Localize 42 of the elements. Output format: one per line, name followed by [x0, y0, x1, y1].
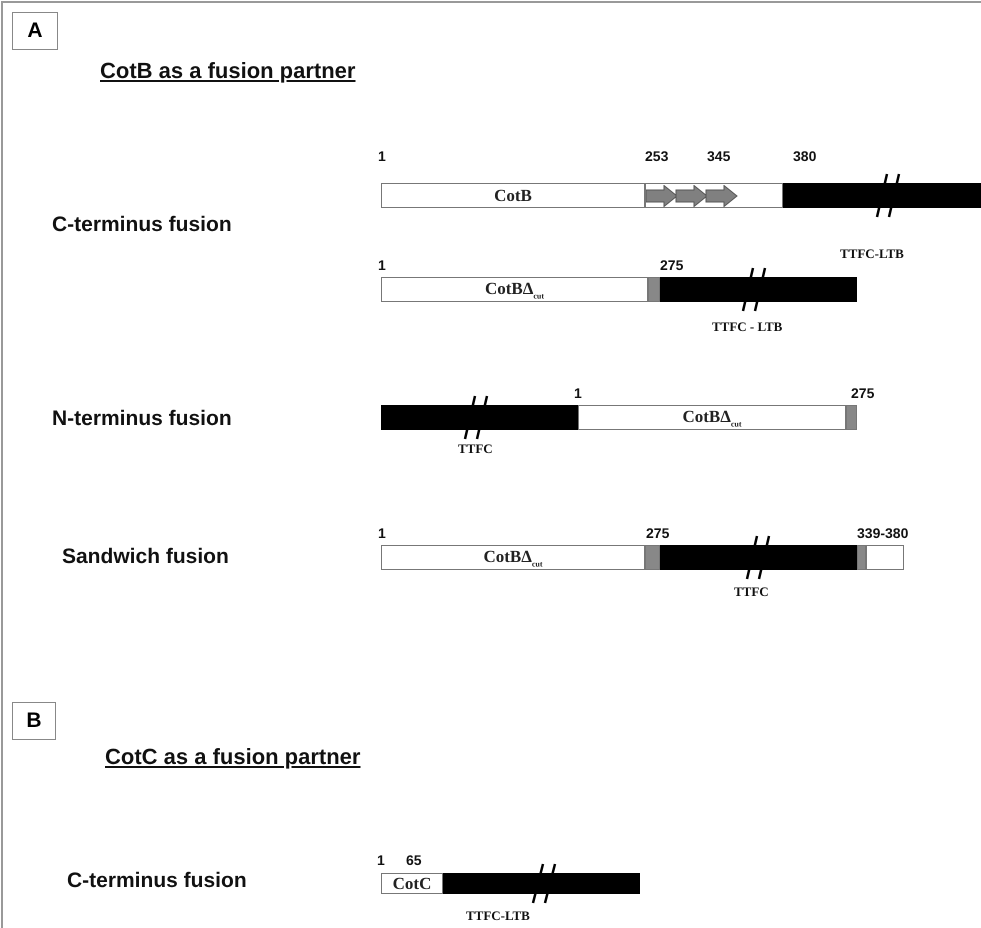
segment-label: TTFC-LTB: [840, 246, 904, 262]
linker-segment: [648, 277, 660, 302]
residue-number: 253: [645, 148, 668, 164]
linker-segment: [645, 545, 660, 570]
residue-number: 380: [793, 148, 816, 164]
linker-segment: [857, 545, 866, 570]
residue-number: 1: [377, 852, 385, 868]
segment-label: TTFC - LTB: [712, 319, 782, 335]
row-label: C-terminus fusion: [52, 213, 232, 237]
segment-label: TTFC: [458, 441, 493, 457]
panel-letter: B: [12, 702, 56, 740]
section-title: CotB as a fusion partner: [100, 58, 356, 84]
protein-segment: CotBΔ$_{cut}$: [578, 405, 846, 430]
fusion-partner-bar: [443, 873, 640, 894]
residue-number: 275: [660, 257, 684, 273]
residue-number: 275: [851, 385, 874, 401]
segment-label: TTFC-LTB: [466, 908, 530, 924]
row-label: N-terminus fusion: [52, 407, 232, 431]
segment-label: TTFC: [734, 584, 769, 600]
fusion-partner-bar: [660, 277, 857, 302]
row-label: C-terminus fusion: [67, 869, 247, 893]
panel-letter: A: [12, 12, 58, 50]
residue-number: 1: [378, 257, 386, 273]
residue-number: 1: [378, 148, 386, 164]
linker-segment: [846, 405, 857, 430]
fusion-partner-bar: [381, 405, 578, 430]
construct-segment: [645, 183, 783, 208]
residue-number: 65: [406, 852, 422, 868]
residue-number: 339-380: [857, 525, 908, 541]
fusion-partner-bar: [783, 183, 981, 208]
fusion-partner-bar: [660, 545, 857, 570]
residue-number: 1: [378, 525, 386, 541]
residue-number: 275: [646, 525, 670, 541]
residue-number: 1: [574, 385, 582, 401]
protein-segment: CotC: [381, 873, 443, 894]
residue-number: 345: [707, 148, 730, 164]
row-label: Sandwich fusion: [62, 545, 229, 569]
protein-segment: CotB: [381, 183, 645, 208]
construct-segment: [866, 545, 904, 570]
protein-segment: CotBΔ$_{cut}$: [381, 277, 648, 302]
section-title: CotC as a fusion partner: [105, 744, 360, 770]
protein-segment: CotBΔ$_{cut}$: [381, 545, 645, 570]
